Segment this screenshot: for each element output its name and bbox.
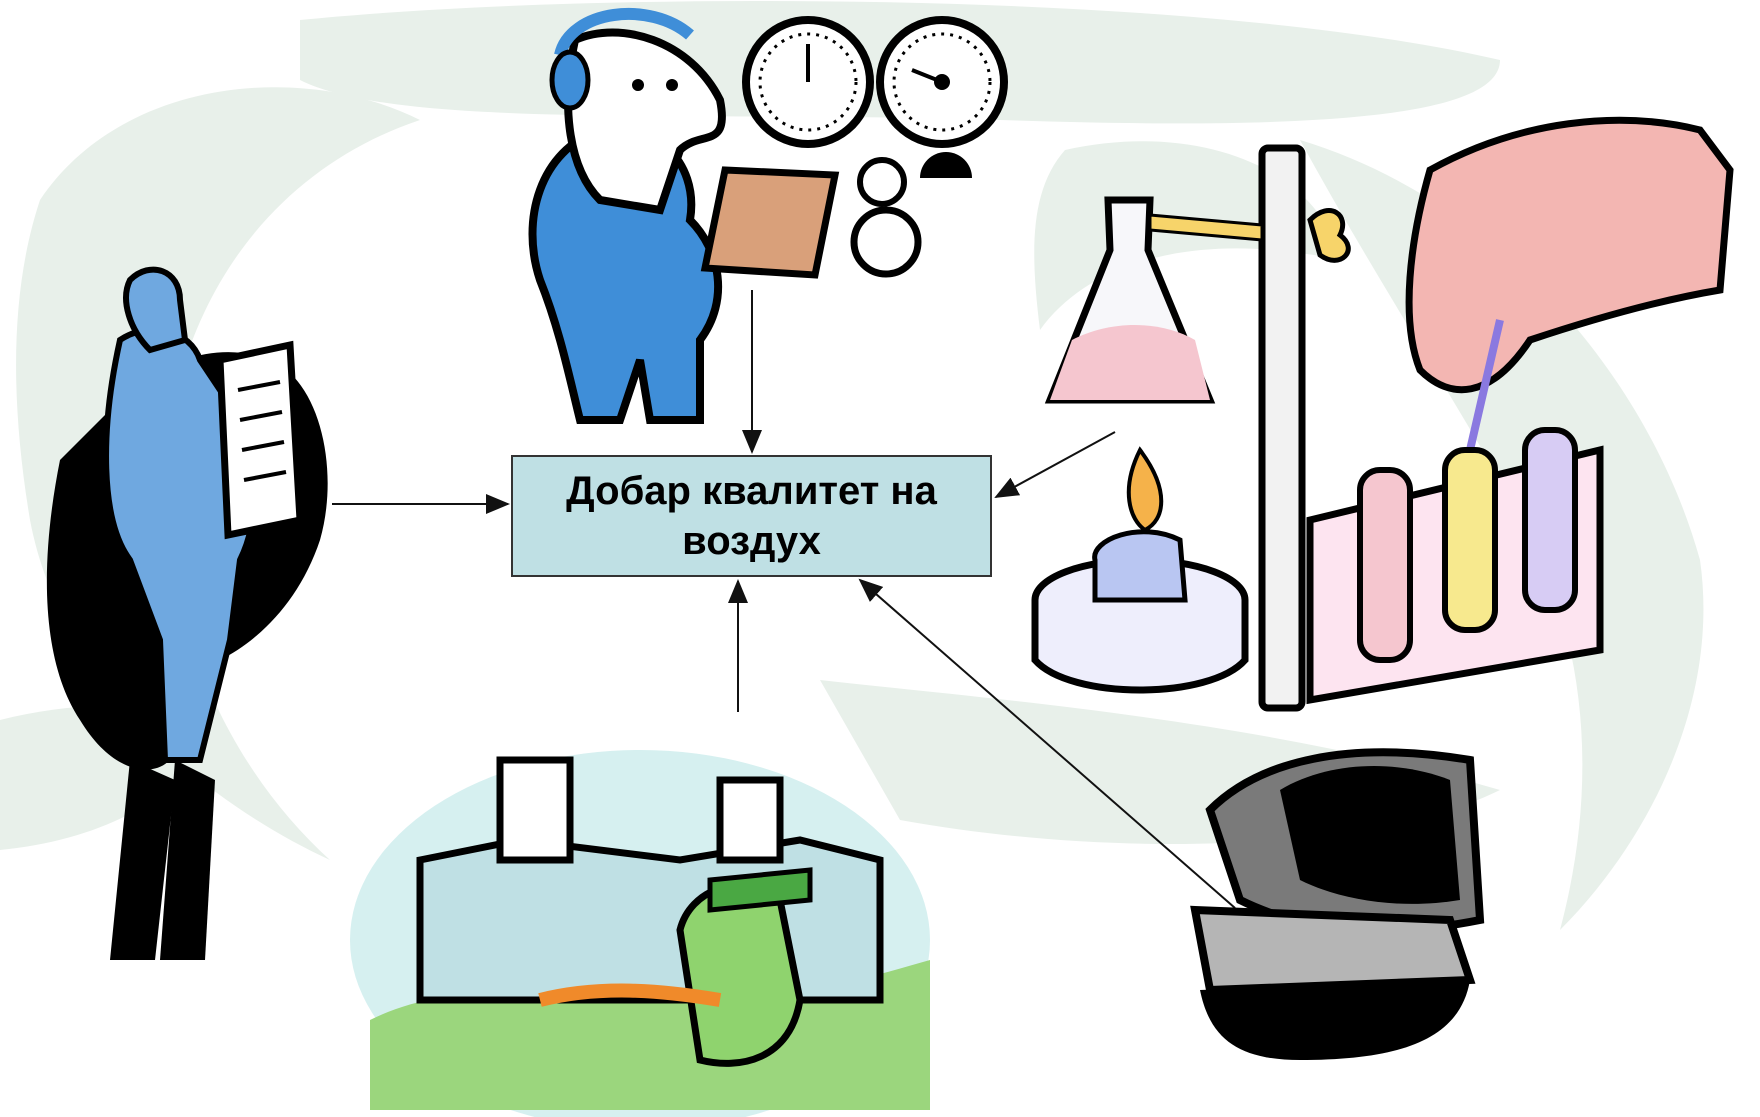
gauge-icon bbox=[746, 20, 870, 144]
factory-worker-gasmask-icon bbox=[350, 750, 930, 1117]
gauge-icon bbox=[880, 20, 1004, 144]
air-quality-label: Добар квалитет на воздух bbox=[523, 466, 980, 566]
gauge-operator-icon bbox=[533, 14, 1005, 420]
air-quality-box: Добар квалитет на воздух bbox=[511, 455, 992, 577]
arrow-lab-to-box bbox=[996, 432, 1115, 497]
computer-icon bbox=[1195, 752, 1480, 1060]
